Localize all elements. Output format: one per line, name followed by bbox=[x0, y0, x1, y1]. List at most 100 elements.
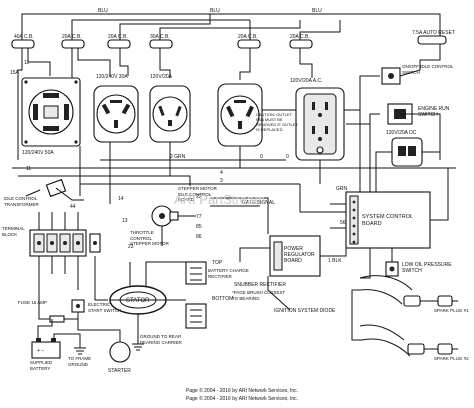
watermark: ARI PartStream bbox=[174, 192, 265, 207]
fuse: FUSE 15 AMP bbox=[18, 274, 78, 323]
system-control-label: SYSTEM CONTROL BOARD bbox=[362, 214, 413, 227]
wire-label-22: 22 bbox=[196, 194, 202, 200]
spark-plug-1-label: SPARK PLUG #1 bbox=[434, 308, 469, 313]
wire-label-blu-1: BLU bbox=[98, 8, 108, 14]
grn-label: GRN bbox=[336, 186, 348, 192]
receptacle-30a: 120/240V 30A bbox=[93, 74, 139, 143]
receptacle-ac-label: 120V/20A A.C. bbox=[290, 78, 323, 84]
frame-ground: TO FRAME GROUND bbox=[53, 333, 92, 367]
run-switch-label: ENGINE RUN SWITCH bbox=[418, 106, 450, 118]
idle-control-transformer: IDLE CONTROL TRANSFORMER bbox=[4, 178, 84, 207]
stator-label: STATOR bbox=[126, 298, 150, 304]
snubber-label: SNUBBER RECTIFIER bbox=[234, 282, 286, 288]
gate-signal: GATE SIGNAL bbox=[210, 197, 275, 234]
rear-bearing-ground: GROUND TO REAR BEARING CARRIER bbox=[132, 334, 182, 351]
wire-label-blu-3: BLU bbox=[312, 8, 322, 14]
breaker-5: 20A C.B. bbox=[237, 34, 261, 49]
snubber-notes: SNUBBER RECTIFIER *PAGE BRUSH CLOSEST TO… bbox=[232, 276, 336, 314]
power-reg-label: POWER REGULATOR BOARD bbox=[284, 246, 315, 264]
spark-plug-2: SPARK PLUG #2 bbox=[434, 343, 469, 361]
receptacle-50a: 120/240V 50A bbox=[21, 77, 81, 156]
starter: STARTER bbox=[77, 312, 131, 374]
caution-note: CAUTION: OUTLET FAN MUST BE REMOVED IF O… bbox=[256, 112, 298, 132]
low-oil-switch: LOW OIL PRESSURE SWITCH bbox=[385, 248, 452, 277]
top-label: TOP bbox=[212, 260, 223, 266]
terminal-block-label: TERMINAL BLOCK bbox=[2, 226, 25, 237]
wire-label-85: 85 bbox=[196, 224, 202, 230]
ground-rear-label: GROUND TO REAR BEARING CARRIER bbox=[140, 334, 182, 345]
system-control-board: SYSTEM CONTROL BOARD bbox=[299, 168, 449, 249]
receptacle-50a-label: 120/240V 50A bbox=[22, 150, 54, 156]
wire-label-11: 11 bbox=[24, 60, 29, 66]
breaker-4-label: 30A C.B. bbox=[150, 34, 170, 40]
breaker-6-label: 20A C.B. bbox=[290, 34, 310, 40]
ignition-coils bbox=[351, 250, 438, 357]
receptacle-20a-label: 120V/20A bbox=[150, 74, 173, 80]
idle-switch-label: ON/OFF IDLE CONTROL SWITCH bbox=[402, 64, 454, 75]
battery-charge-rectifier: TOP BATTERY CHARGE RECTIFIER bbox=[185, 260, 249, 285]
breaker-2-label: 20A C.B. bbox=[62, 34, 82, 40]
wire-label-3: 3 bbox=[220, 178, 223, 184]
receptacle-dc: 120V/20A DC bbox=[386, 130, 423, 167]
frame-ground-label: TO FRAME GROUND bbox=[68, 356, 92, 367]
throttle-motor-label: THROTTLE CONTROL STEPPER MOTOR bbox=[130, 230, 169, 246]
battery-label: SUPPLIED BATTERY bbox=[30, 360, 53, 371]
breaker-3: 20A C.B. bbox=[107, 34, 131, 49]
wire-label-56: 56 bbox=[340, 220, 346, 226]
ignition-diode-label: IGNITION SYSTEM DIODE bbox=[274, 308, 336, 314]
wire-label-86: 86 bbox=[196, 234, 202, 240]
low-oil-label: LOW OIL PRESSURE SWITCH bbox=[402, 262, 452, 274]
blk-label: 1 BLK bbox=[328, 258, 342, 264]
breaker-6: 20A C.B. bbox=[289, 34, 313, 49]
breaker-1: 40A C.B. bbox=[11, 34, 35, 49]
wire-label-44-b: 44 bbox=[70, 204, 76, 210]
stepper-motor-label: STEPPER MOTOR IDLE CONTROL BOARD bbox=[178, 186, 217, 202]
fuse-label: FUSE 15 AMP bbox=[18, 300, 48, 305]
wire-label-0: 0 bbox=[260, 154, 263, 160]
receptacle-dc-label: 120V/20A DC bbox=[386, 130, 417, 136]
stepper-motor: STEPPER MOTOR IDLE CONTROL BOARD THROTTL… bbox=[130, 186, 217, 246]
spark-plug-2-label: SPARK PLUG #2 bbox=[434, 356, 469, 361]
wire-label-0-b: 0 bbox=[286, 154, 289, 160]
stator: STATOR bbox=[109, 261, 186, 336]
breaker-2: 20A C.B. bbox=[61, 34, 85, 49]
brush-note: *PAGE BRUSH CLOSEST TO BEARING bbox=[232, 290, 286, 301]
bottom-label: BOTTOM bbox=[212, 296, 233, 302]
receptacle-ac: 120V/20A A.C. CAUTION: OUTLET FAN MUST B… bbox=[256, 78, 345, 161]
middle-bus-wires: 2 GRN 0 0 4 3 14 22 77 85 86 56 13 23 44… bbox=[12, 142, 456, 250]
breaker-7: 7.5A AUTO RESET bbox=[412, 30, 455, 45]
battery-charge-label: BATTERY CHARGE RECTIFIER bbox=[208, 268, 249, 279]
starter-label: STARTER bbox=[108, 368, 131, 374]
battery-polarity: + − bbox=[37, 348, 44, 354]
idle-control-switch: ON/OFF IDLE CONTROL SWITCH bbox=[381, 64, 454, 85]
wire-label-blu-2: BLU bbox=[210, 8, 220, 14]
breaker-1-label: 40A C.B. bbox=[14, 34, 34, 40]
gate-signal-label: GATE SIGNAL bbox=[242, 200, 275, 206]
wire-label-77: 77 bbox=[196, 214, 202, 220]
power-regulator-board: POWER REGULATOR BOARD 1 BLK GRN bbox=[239, 186, 348, 277]
wire-label-23: 23 bbox=[128, 244, 134, 250]
breaker-7-label: 7.5A AUTO RESET bbox=[412, 30, 455, 36]
receptacle-ac-caution: CAUTION: OUTLET FAN MUST BE REMOVED IF O… bbox=[256, 112, 298, 132]
wire-label-2-grn: 2 GRN bbox=[170, 154, 186, 160]
receptacle-30a-label: 120/240V 30A bbox=[96, 74, 128, 80]
wire-label-4: 4 bbox=[220, 170, 223, 176]
breaker-5-label: 20A C.B. bbox=[238, 34, 258, 40]
wire-label-11-b: 11 bbox=[26, 166, 31, 172]
engine-run-switch: ENGINE RUN SWITCH bbox=[387, 103, 450, 125]
breaker-3-label: 20A C.B. bbox=[108, 34, 128, 40]
circuit-breakers: 40A C.B. 20A C.B. 20A C.B. 30A C.B. 20A … bbox=[11, 30, 455, 49]
footer-copyright-2: Page © 2004 - 2016 by ARI Network Servic… bbox=[186, 395, 298, 402]
breaker-4: 30A C.B. bbox=[149, 34, 173, 49]
top-bus-wires: BLU BLU BLU bbox=[21, 8, 441, 40]
wire-label-13: 13 bbox=[122, 218, 128, 224]
bottom-rectifier: BOTTOM bbox=[185, 296, 233, 329]
wire-label-14: 14 bbox=[118, 196, 124, 202]
receptacle-20a-2 bbox=[217, 83, 263, 147]
footer-copyright: Page © 2004 - 2016 by ARI Network Servic… bbox=[186, 387, 298, 394]
wire-label-15a: 15A bbox=[10, 70, 20, 76]
electric-start-label: ELECTRIC START SWITCH bbox=[88, 302, 122, 313]
spark-plug-1: SPARK PLUG #1 bbox=[434, 295, 469, 313]
